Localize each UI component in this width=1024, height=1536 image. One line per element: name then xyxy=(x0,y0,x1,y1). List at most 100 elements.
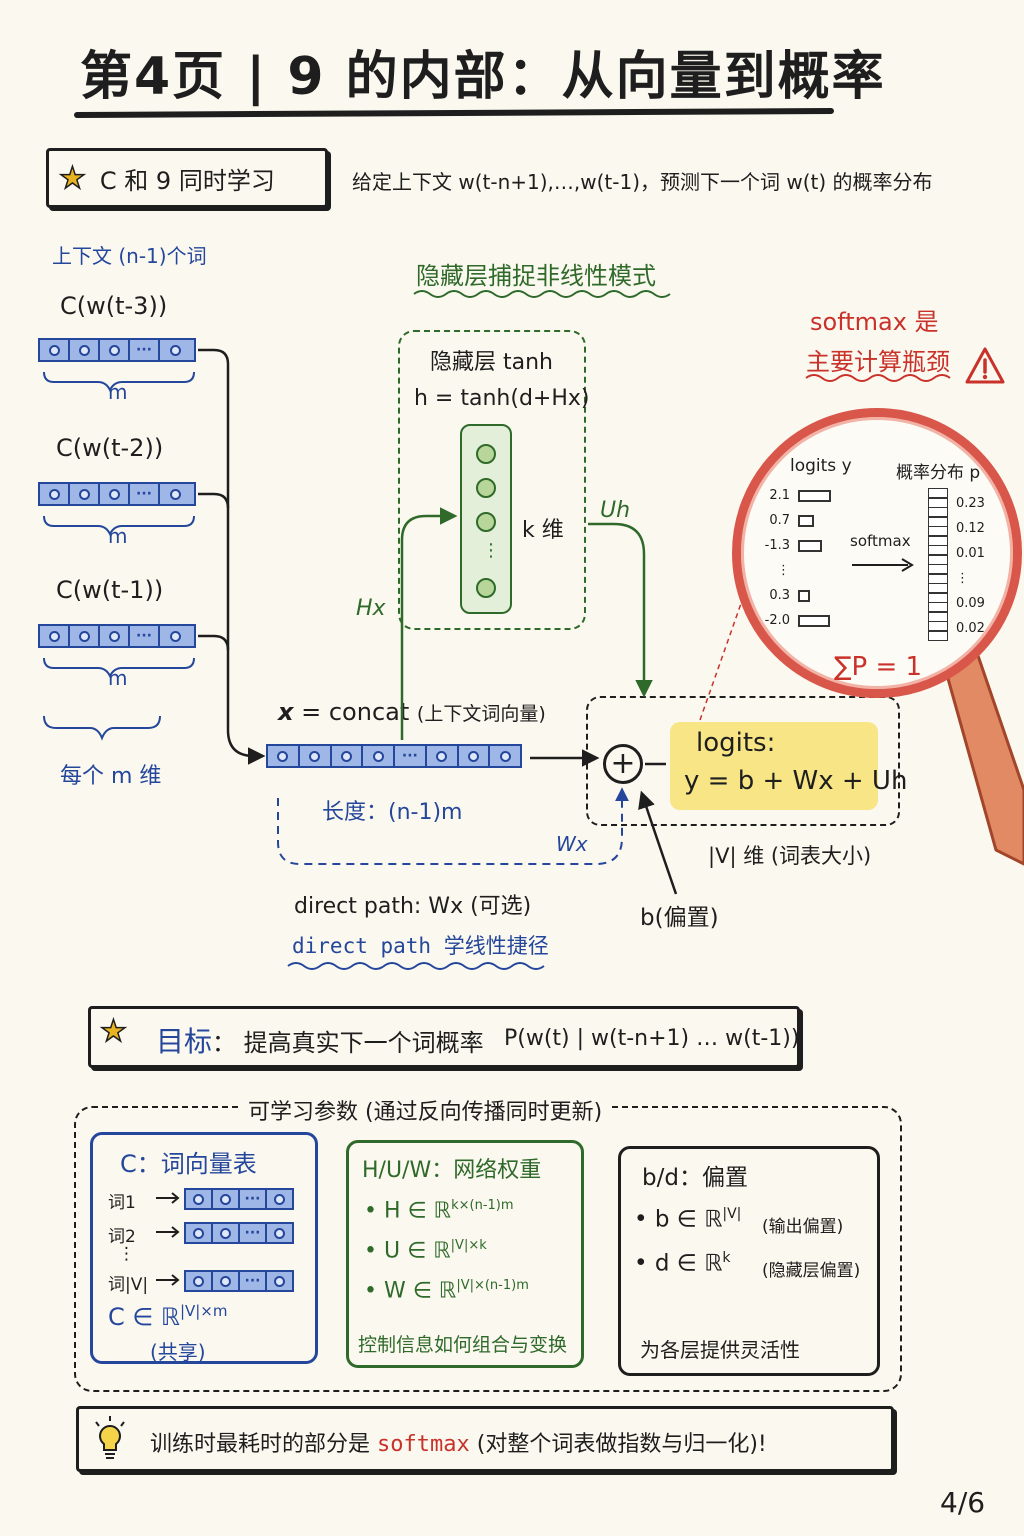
c-row-vector-1: ··· xyxy=(184,1188,294,1210)
tip-before: 训练时最耗时的部分是 xyxy=(150,1432,371,1457)
mag-prob-value: 0.02 xyxy=(956,621,985,636)
hidden-caption: 隐藏层捕捉非线性模式 xyxy=(416,262,656,290)
concat-label: x = concat (上下文词向量) xyxy=(278,698,546,726)
b-item-b: • b ∈ ℝ|V| xyxy=(634,1206,742,1233)
magnifier-lens xyxy=(732,408,1022,698)
goal-text: 提高真实下一个词概率 xyxy=(243,1029,484,1057)
mag-prob-title: 概率分布 p xyxy=(896,463,981,483)
context-vector-1: ··· xyxy=(38,338,196,362)
hx-label: Hx xyxy=(356,596,386,621)
mag-prob-cell xyxy=(928,621,948,631)
goal-line: 目标： 提高真实下一个词概率 xyxy=(156,1020,484,1060)
uh-label: Uh xyxy=(600,498,631,523)
mag-logit-value: -2.0 xyxy=(764,613,790,628)
direct-path-line2: direct path 学线性捷径 xyxy=(292,934,549,958)
mag-prob-value: 0.12 xyxy=(956,521,985,536)
mag-prob-cell xyxy=(928,526,948,536)
hidden-dim: k 维 xyxy=(522,518,564,543)
softmax-note-line1: softmax 是 xyxy=(810,308,939,336)
context-heading: 上下文 (n-1)个词 xyxy=(52,244,207,268)
context-vector-label-2: C(w(t-2)) xyxy=(56,434,164,462)
mag-prob-value: 0.01 xyxy=(956,546,985,561)
wx-label: Wx xyxy=(556,832,588,856)
warning-icon xyxy=(964,346,1006,386)
logits-line2: y = b + Wx + Uh xyxy=(684,766,908,796)
diagram-connectors xyxy=(43,290,951,970)
tip-box xyxy=(76,1406,894,1472)
goal-colon: ： xyxy=(212,1029,237,1057)
context-vector-label-1: C(w(t-3)) xyxy=(60,292,168,320)
c-row-v: 词|V| xyxy=(108,1275,149,1295)
header-chip-label: C 和 9 同时学习 xyxy=(99,166,275,195)
mag-logit-value: 2.1 xyxy=(769,488,790,503)
mag-prob-cell xyxy=(928,497,948,508)
c-formula-base: C ∈ ℝ xyxy=(108,1303,180,1331)
mag-sum: ∑P = 1 xyxy=(834,652,923,682)
b-panel-title: b/d：偏置 xyxy=(642,1165,748,1191)
mag-prob-cell xyxy=(928,545,948,555)
mag-prob-value: 0.09 xyxy=(956,596,985,611)
c-formula: C ∈ ℝ|V|×m xyxy=(108,1302,228,1331)
direct-path-line1: direct path: Wx (可选) xyxy=(294,894,532,919)
mag-logit-bar xyxy=(798,515,815,527)
mag-prob-cell xyxy=(928,573,948,584)
mag-prob-value: 0.23 xyxy=(956,496,985,511)
logits-line1: logits: xyxy=(696,728,776,758)
page-title: 第4页 | 9 的内部：从向量到概率 xyxy=(80,47,886,107)
w-panel xyxy=(346,1140,584,1368)
w-panel-title: H/U/W：网络权重 xyxy=(362,1158,542,1183)
mag-logit-value: ⋮ xyxy=(777,563,790,578)
c-row-ellipsis: ⋮ xyxy=(118,1244,135,1264)
mag-logit-bar xyxy=(798,540,822,552)
plus-node: + xyxy=(603,744,643,784)
tip-text: 训练时最耗时的部分是 softmax (对整个词表做指数与归一化)! xyxy=(150,1426,767,1458)
w-item-h: • H ∈ ℝk×(n-1)m xyxy=(364,1198,514,1224)
mag-logit-value: 0.3 xyxy=(769,588,790,603)
goal-label: 目标 xyxy=(156,1025,213,1058)
concat-vector: ··· xyxy=(266,744,522,768)
concat-x: x xyxy=(278,698,294,726)
mag-prob-cell xyxy=(928,507,948,517)
tip-highlight: softmax xyxy=(377,1432,470,1457)
goal-star-icon: ★ xyxy=(99,1013,127,1050)
mag-logits-title: logits y xyxy=(790,456,852,476)
b-item-d-note: (隐藏层偏置) xyxy=(762,1261,861,1281)
c-row-vector-v: ··· xyxy=(184,1270,294,1292)
c-shared: (共享) xyxy=(150,1340,206,1364)
mag-prob-cell xyxy=(928,583,948,593)
mag-prob-value: ⋮ xyxy=(956,571,969,586)
context-vector-2: ··· xyxy=(38,482,196,506)
goal-formula: P(w(t) | w(t-n+1) … w(t-1)) xyxy=(504,1026,800,1051)
softmax-note-line2: 主要计算瓶颈 xyxy=(806,348,950,376)
concat-note: (上下文词向量) xyxy=(416,703,546,725)
each-dim-note: 每个 m 维 xyxy=(60,764,162,789)
c-row-2: 词2 xyxy=(108,1227,136,1247)
c-panel xyxy=(90,1132,318,1364)
concat-length: 长度：(n-1)m xyxy=(322,800,463,825)
plus-sign: + xyxy=(610,746,636,781)
page-number: 4/6 xyxy=(940,1486,986,1519)
c-row-arrows xyxy=(156,1192,180,1286)
mag-logit-bar xyxy=(798,590,810,602)
hidden-formula: h = tanh(d+Hx) xyxy=(414,386,590,411)
hidden-layer-box xyxy=(398,330,586,630)
bias-label: b(偏置) xyxy=(640,905,719,931)
w-item-w: • W ∈ ℝ|V|×(n-1)m xyxy=(364,1278,529,1304)
mag-prob-cell xyxy=(928,630,948,641)
c-formula-sup: |V|×m xyxy=(179,1302,228,1320)
context-vector-label-3: C(w(t-1)) xyxy=(56,576,164,604)
b-item-d: • d ∈ ℝk xyxy=(634,1250,731,1277)
mag-prob-cell xyxy=(928,592,948,603)
header-chip: ★ C 和 9 同时学习 xyxy=(46,148,328,208)
c-panel-title: C：词向量表 xyxy=(120,1150,257,1178)
logits-dim: |V| 维 (词表大小) xyxy=(708,844,872,868)
concat-eq: = concat xyxy=(301,698,410,726)
mag-prob-cell xyxy=(928,554,948,565)
mag-prob-cell xyxy=(928,611,948,622)
mag-prob-cell xyxy=(928,564,948,574)
mag-arrow xyxy=(852,558,914,572)
c-row-vector-2: ··· xyxy=(184,1222,294,1244)
b-panel-note: 为各层提供灵活性 xyxy=(640,1338,800,1362)
header-description: 给定上下文 w(t-n+1),…,w(t-1)，预测下一个词 w(t) 的概率分… xyxy=(352,170,933,194)
